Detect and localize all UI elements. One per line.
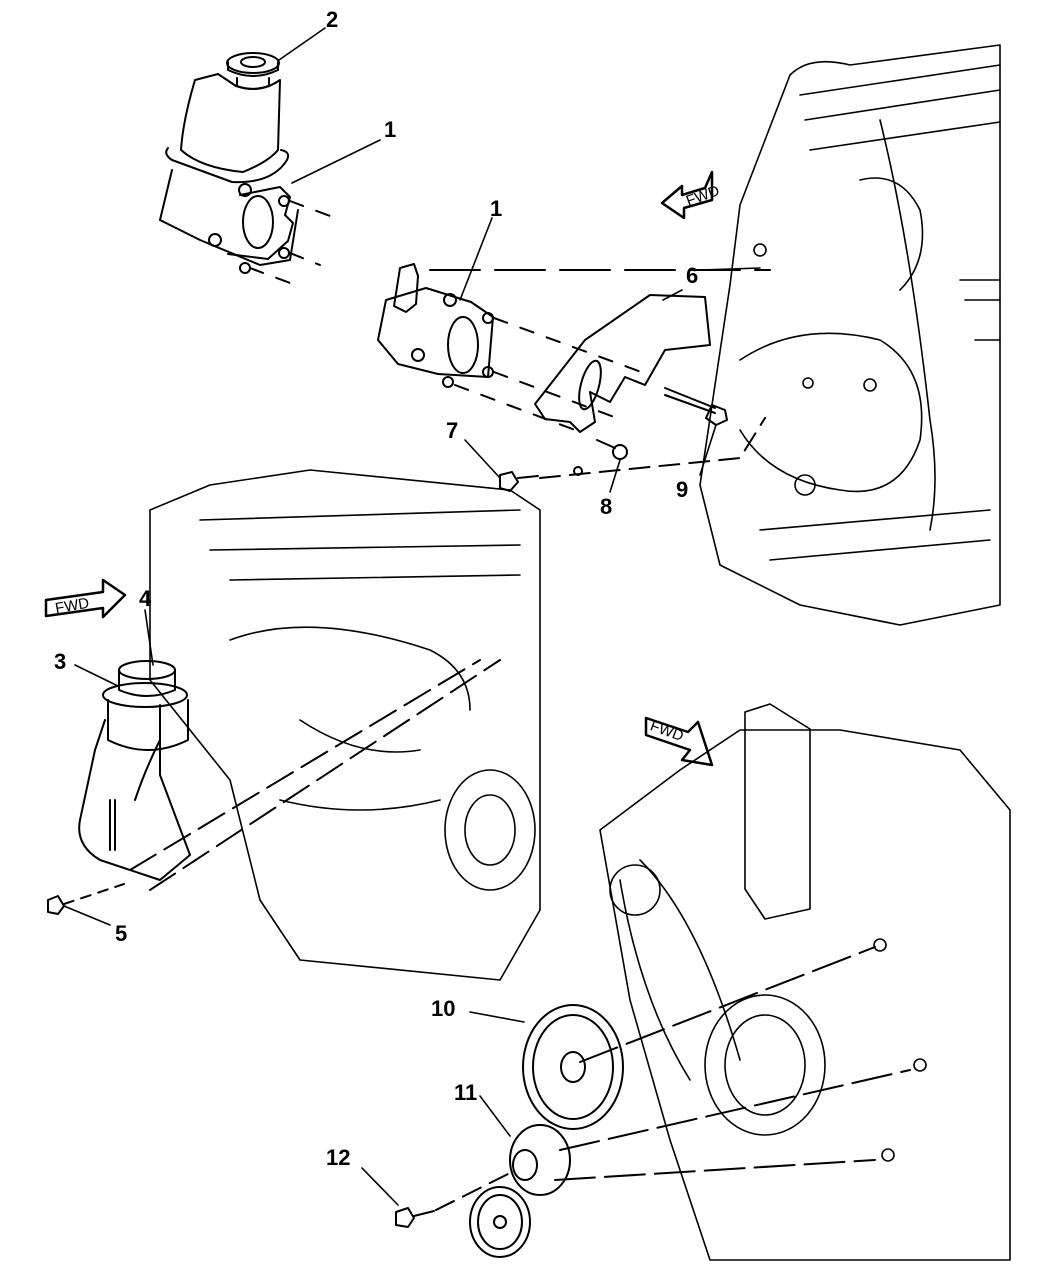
callout-4: 4 (139, 586, 152, 611)
engine-left (149, 469, 541, 981)
fwd-arrow-top: FWD (660, 170, 722, 220)
fwd-label: FWD (684, 182, 722, 210)
callout-8: 8 (600, 494, 613, 519)
callout-6: 6 (686, 263, 699, 288)
callout-2: 2 (326, 7, 339, 32)
callout-10: 10 (431, 996, 456, 1021)
callout-9: 9 (676, 477, 689, 502)
pulley-10 (522, 946, 876, 1130)
power-steering-pump-and-bracket (377, 263, 771, 492)
engine-bottom-right (599, 703, 1011, 1261)
callout-1: 1 (384, 117, 397, 142)
callout-11: 11 (454, 1080, 478, 1105)
fwd-arrow-left: FWD (44, 578, 127, 619)
leader-lines (63, 27, 761, 1206)
callout-12: 12 (326, 1145, 351, 1170)
reservoir-assembly (47, 659, 501, 915)
engine-top-right (699, 44, 1001, 626)
callout-1: 1 (490, 196, 503, 221)
callout-3: 3 (54, 649, 67, 674)
bolt-12 (395, 1169, 517, 1228)
fwd-arrow-bottom: FWD (644, 716, 714, 767)
tensioner-11 (469, 1069, 911, 1258)
callout-7: 7 (446, 418, 459, 443)
power-steering-pump-with-reservoir (159, 52, 331, 284)
fwd-label: FWD (54, 595, 91, 618)
callout-5: 5 (115, 921, 128, 946)
